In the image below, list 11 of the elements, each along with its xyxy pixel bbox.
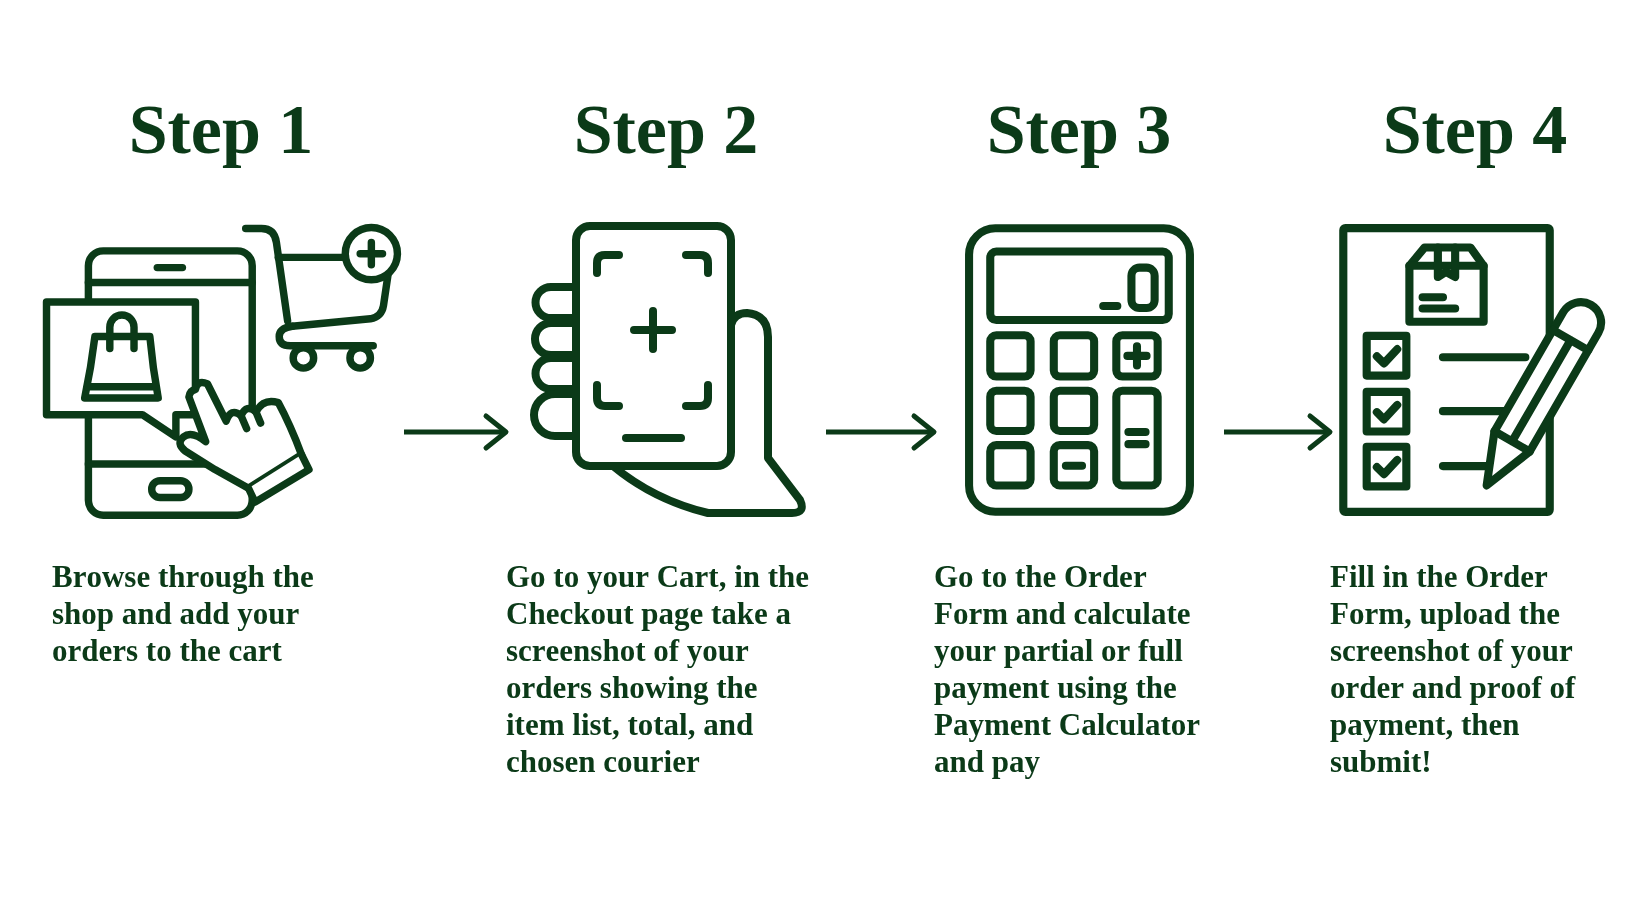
step-description: Go to the Order Form and calculate your partial or full payment using the Payment Calculator and pay <box>934 558 1202 780</box>
step-heading: Step 1 <box>128 90 314 170</box>
arrow <box>404 413 509 451</box>
arrow <box>1224 413 1333 451</box>
step-description: Go to your Cart, in the Checkout page take a screenshot of your orders showing the item list, total, and chosen courier <box>506 558 811 780</box>
step-heading: Step 3 <box>986 90 1172 170</box>
step-description: Fill in the Order Form, upload the screenshot of your order and proof of payment, then submit! <box>1330 558 1577 780</box>
arrow <box>826 413 937 451</box>
step-heading: Step 4 <box>1382 90 1568 170</box>
step-description: Browse through the shop and add your orders to the cart <box>52 558 315 669</box>
step-heading: Step 2 <box>573 90 759 170</box>
